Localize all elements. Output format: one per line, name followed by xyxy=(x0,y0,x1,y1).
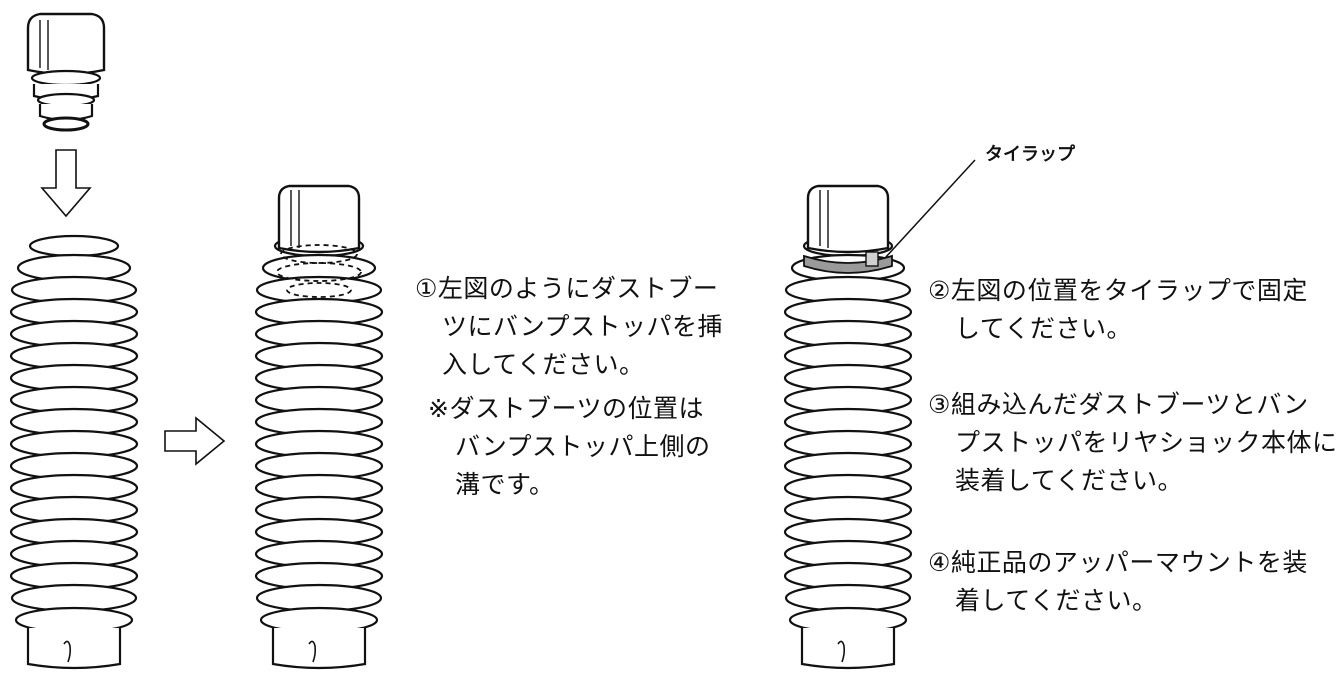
tie-wrap-label: タイラップ xyxy=(985,144,1075,165)
step-1-instruction: ①左図のようにダストブー ツにバンプストッパを挿 入してください。 xyxy=(415,270,723,384)
text-line: してください。 xyxy=(955,314,1133,343)
step-2-instruction: ②左図の位置をタイラップで固定 してください。 xyxy=(928,272,1308,348)
text-line: ③組み込んだダストブーツとバン xyxy=(928,390,1309,419)
text-line: ツにバンプストッパを挿 xyxy=(442,312,724,341)
text-line: ④純正品のアッパーマウントを装 xyxy=(928,548,1308,577)
right-arrow-icon xyxy=(164,416,226,466)
bump-stopper-illustration xyxy=(26,12,106,132)
dust-boot-illustration xyxy=(9,234,139,670)
text-line: 装着してください。 xyxy=(955,466,1184,495)
boot-with-tie-wrap-illustration xyxy=(783,184,913,670)
text-line: 入してください。 xyxy=(442,350,645,379)
tie-wrap-leader-line xyxy=(884,159,976,259)
text-line: 溝です。 xyxy=(455,470,555,499)
text-line: ②左図の位置をタイラップで固定 xyxy=(928,276,1308,305)
boot-with-stopper-illustration xyxy=(254,184,384,670)
text-line: バンプストッパ上側の xyxy=(455,432,711,461)
down-arrow-icon xyxy=(40,149,92,218)
text-line: プストッパをリヤショック本体に xyxy=(955,428,1338,457)
boot-position-note: ※ダストブーツの位置は バンプストッパ上側の 溝です。 xyxy=(428,390,711,504)
step-4-instruction: ④純正品のアッパーマウントを装 着してください。 xyxy=(928,544,1308,620)
text-line: ①左図のようにダストブー xyxy=(415,274,719,303)
text-line: ※ダストブーツの位置は xyxy=(428,394,704,423)
step-3-instruction: ③組み込んだダストブーツとバン プストッパをリヤショック本体に 装着してください… xyxy=(928,386,1338,500)
text-line: 着してください。 xyxy=(955,586,1158,615)
